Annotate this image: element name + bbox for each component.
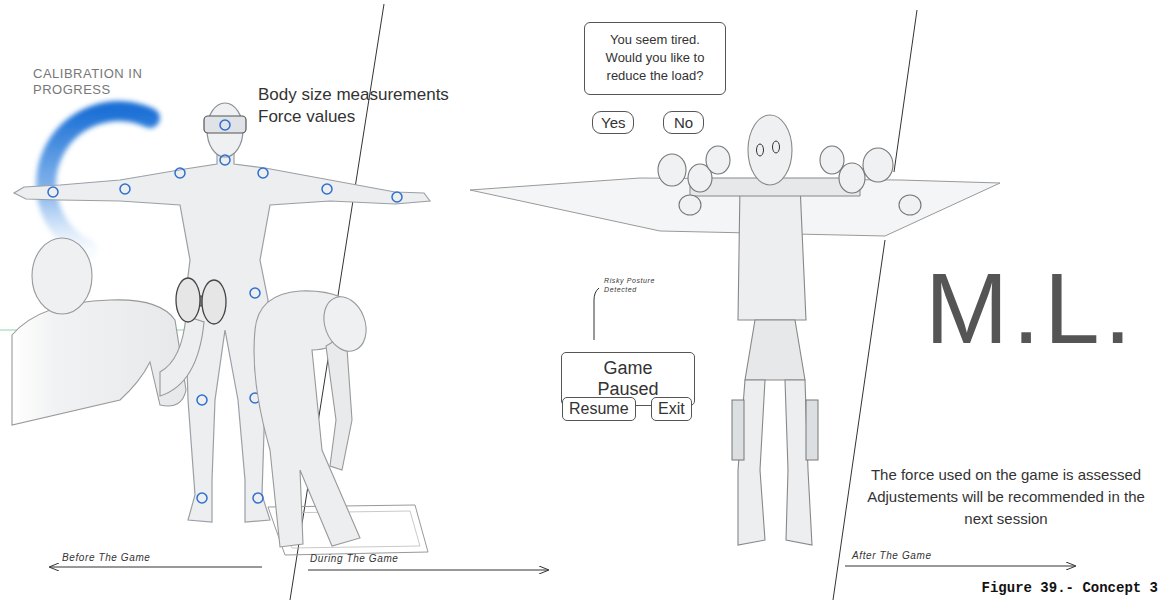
result-note: The force used on the game is assessed A… bbox=[858, 464, 1154, 529]
alert-note: Risky Posture Detected bbox=[604, 277, 666, 295]
box-text: Resume bbox=[569, 400, 629, 418]
phase-label: Before The Game bbox=[62, 552, 150, 565]
box-text: Game Paused bbox=[572, 358, 684, 400]
info-label: Force values bbox=[258, 106, 355, 127]
bent-figure bbox=[254, 291, 428, 555]
bracket bbox=[594, 288, 599, 340]
dialog-box: You seem tired. Would you like to reduce… bbox=[584, 22, 726, 95]
phase-label: During The Game bbox=[310, 553, 398, 566]
figure-caption: Figure 39.- Concept 3 bbox=[982, 580, 1158, 598]
divider-line bbox=[894, 10, 917, 172]
phase-label: After The Game bbox=[852, 550, 932, 563]
info-label: Body size measurements bbox=[258, 84, 449, 105]
button-box: Resume bbox=[562, 397, 636, 421]
button-box: Exit bbox=[651, 397, 692, 421]
box-text: No bbox=[674, 114, 693, 131]
button-box: No bbox=[663, 111, 704, 134]
box-text: Exit bbox=[658, 400, 685, 418]
phase-arrow bbox=[308, 570, 548, 571]
box-text: You seem tired. Would you like to reduce… bbox=[593, 31, 717, 86]
ml-mark: M.L. bbox=[925, 258, 1135, 358]
button-box: Yes bbox=[592, 111, 634, 134]
phase-arrow bbox=[50, 567, 262, 568]
box-text: Yes bbox=[601, 114, 625, 131]
divider-line bbox=[833, 240, 885, 600]
dumbbell-figure bbox=[12, 238, 226, 425]
phase-arrow bbox=[845, 566, 1075, 567]
status-label: CALIBRATION IN PROGRESS bbox=[33, 66, 145, 99]
